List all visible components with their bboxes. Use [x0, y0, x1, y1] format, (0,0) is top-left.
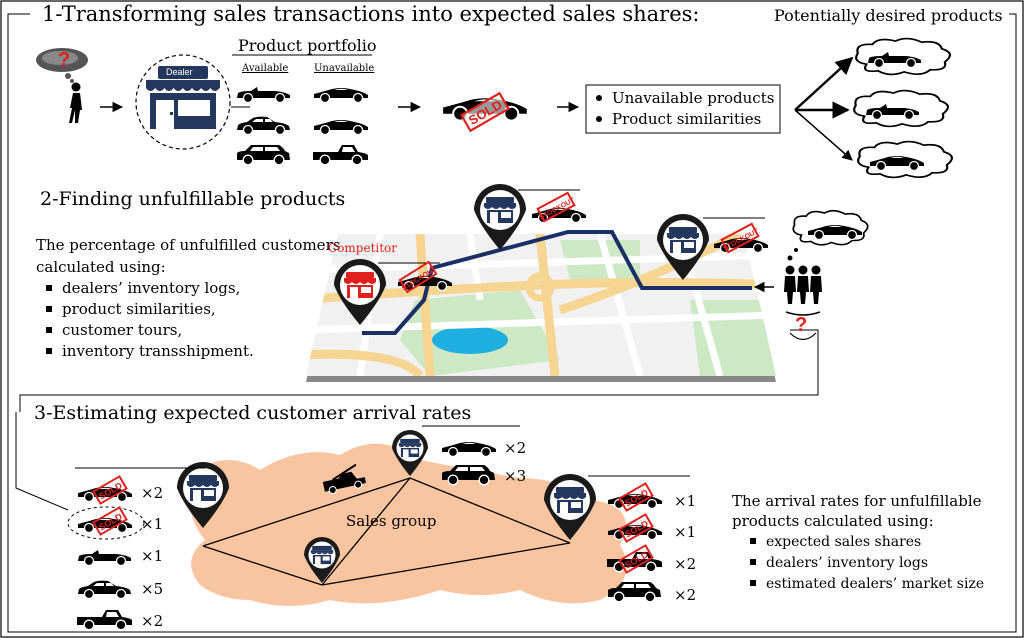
- sales-group-region: [189, 443, 627, 606]
- person-icon: [69, 82, 82, 123]
- portfolio-label: Product portfolio: [238, 36, 377, 55]
- multiplier: ×1: [141, 515, 164, 533]
- list-item: dealers’ inventory logs,: [44, 278, 254, 299]
- city-map: [306, 230, 776, 382]
- list-item: product similarities,: [44, 299, 254, 320]
- car-icon: [236, 86, 291, 104]
- store-icon: [187, 475, 219, 501]
- store-icon: [344, 272, 376, 298]
- multiplier: ×3: [504, 467, 527, 485]
- section1-title: 1-Transforming sales transactions into e…: [36, 4, 706, 25]
- multiplier: ×1: [674, 523, 697, 541]
- car-icon: [313, 119, 369, 136]
- car-icon: [236, 116, 291, 136]
- fanout-arrows: [794, 56, 854, 161]
- sales-group-label: Sales group: [346, 512, 437, 530]
- customers-icon: [784, 265, 822, 304]
- car-icon: [236, 144, 291, 166]
- section3-bullets: expected sales shares dealers’ inventory…: [748, 532, 984, 595]
- multiplier: ×1: [674, 492, 697, 510]
- thought-cloud-icon: [36, 48, 88, 83]
- dealer-sign: Dealer: [166, 67, 193, 77]
- store-icon: [310, 545, 334, 565]
- section3-title: 3-Estimating expected customer arrival r…: [28, 404, 478, 423]
- list-item: Product similarities: [594, 109, 774, 130]
- car-icon: [76, 609, 133, 631]
- car-icon: [313, 87, 369, 104]
- car-icon: [441, 441, 497, 458]
- store-icon: [484, 197, 516, 223]
- multiplier: ×2: [674, 586, 697, 604]
- multiplier: ×2: [141, 484, 164, 502]
- available-label: Available: [242, 63, 289, 74]
- list-item: customer tours,: [44, 320, 254, 341]
- car-icon: [77, 549, 132, 567]
- section2-intro-line2: calculated using:: [36, 258, 166, 276]
- list-item: inventory transshipment.: [44, 341, 254, 362]
- multiplier: ×1: [141, 547, 164, 565]
- car-icon: [312, 144, 369, 166]
- section2-bullets: dealers’ inventory logs, product similar…: [44, 278, 254, 362]
- question-mark-icon: ?: [58, 49, 70, 71]
- section1-bullets: Unavailable products Product similaritie…: [594, 88, 774, 130]
- store-icon: [667, 227, 699, 253]
- competitor-label: Competitor: [328, 241, 398, 255]
- store-icon: [554, 487, 586, 513]
- tow-truck-icon: [322, 463, 366, 495]
- multiplier: ×2: [141, 612, 164, 630]
- dealer-store-circle: [135, 54, 231, 150]
- section3-note-line1: The arrival rates for unfulfillable: [732, 492, 982, 510]
- store-icon: [398, 438, 422, 458]
- list-item: expected sales shares: [748, 532, 984, 553]
- multiplier: ×2: [504, 439, 527, 457]
- multiplier: ×2: [674, 555, 697, 573]
- section2-title: 2-Finding unfulfillable products: [40, 188, 346, 210]
- multiplier: ×5: [141, 580, 164, 598]
- list-item: dealers’ inventory logs: [748, 553, 984, 574]
- question-mark-icon: ?: [795, 314, 807, 336]
- section3-note-line2: products calculated using:: [732, 512, 934, 530]
- list-item: estimated dealers’ market size: [748, 574, 984, 595]
- unavailable-label: Unavailable: [314, 63, 375, 74]
- sales-group-edges: [202, 477, 571, 586]
- section2-intro-line1: The percentage of unfulfilled customers: [36, 236, 341, 254]
- car-icon: [77, 580, 132, 600]
- desired-products-label: Potentially desired products: [768, 8, 1009, 24]
- list-item: Unavailable products: [594, 88, 774, 109]
